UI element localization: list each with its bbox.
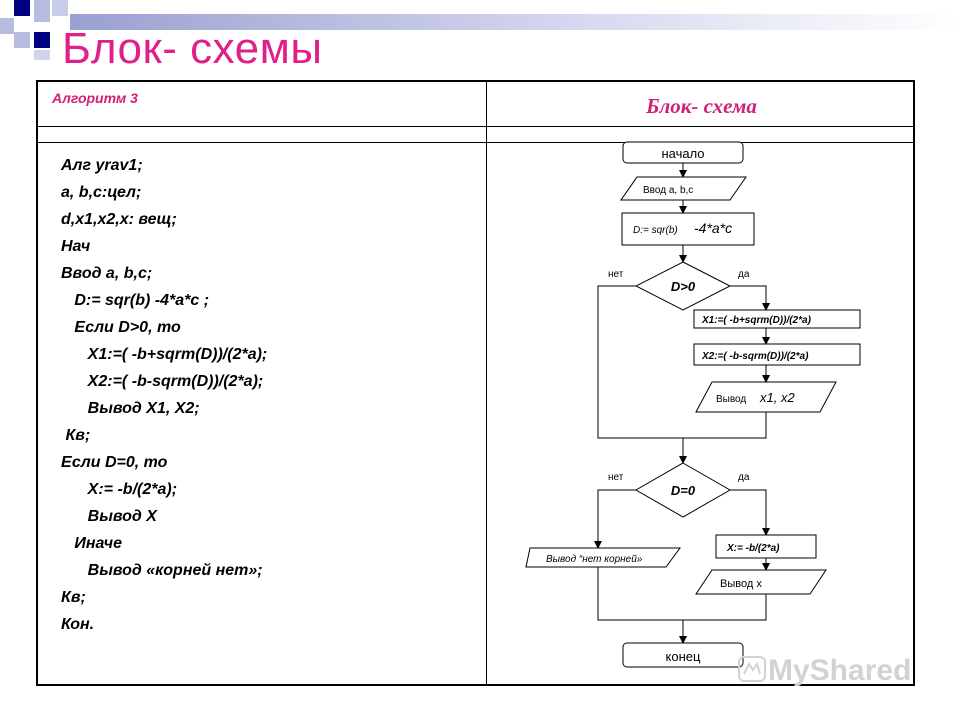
flowchart-header: Блок- схема <box>646 94 757 118</box>
assign-d-label-a: D:= sqr(b) <box>633 225 678 236</box>
assign-d-box <box>621 212 755 246</box>
x1-box <box>693 309 861 329</box>
output-no-roots <box>525 547 681 568</box>
slide-title: Блок- схемы <box>62 24 323 73</box>
start-terminal <box>622 141 744 164</box>
code-line: a, b,c:цел; <box>61 184 142 201</box>
code-line: Кв; <box>61 589 86 606</box>
code-line: Алг yrav1; <box>61 157 143 174</box>
code-line: X2:=( -b-sqrт(D))/(2*a); <box>61 373 264 390</box>
code-line: Ввод a, b,c; <box>61 265 153 282</box>
yes2-label: да <box>738 472 750 483</box>
no2-label: нет <box>608 472 624 483</box>
x-assign-label: X:= -b/(2*a) <box>726 543 780 554</box>
decision-d-eq-0 <box>634 462 732 518</box>
connector <box>597 567 767 621</box>
input-label: Ввод a, b,c <box>643 185 693 196</box>
x2-label: X2:=( -b-sqrт(D))/(2*a) <box>701 351 809 362</box>
end-label: конец <box>666 649 701 664</box>
watermark: MyShared <box>768 654 912 687</box>
x1-label: X1:=( -b+sqrт(D))/(2*a) <box>701 315 812 326</box>
connector <box>730 285 770 311</box>
code-line: Если D>0, то <box>61 319 181 336</box>
connector <box>594 489 636 549</box>
code-line: Если D=0, то <box>61 454 168 471</box>
decision-d-gt-0 <box>634 261 732 311</box>
code-line: D:= sqr(b) -4*a*c ; <box>61 292 210 309</box>
no1-label: нет <box>608 269 624 280</box>
assign-d-label-b: -4*a*c <box>694 220 732 236</box>
start-label: начало <box>661 146 704 161</box>
content-table: Алгоритм 3 Блок- схема Алг yrav1; a, b,c… <box>36 80 915 686</box>
output-x-label: Вывод х <box>720 578 762 590</box>
decor-gradient-bar <box>70 14 960 30</box>
output12-label-b: x1, x2 <box>759 390 795 405</box>
decision2-label: D=0 <box>671 483 696 498</box>
output-x1-x2 <box>695 381 837 413</box>
output-none-label: Вывод “нет корней» <box>546 554 643 565</box>
algorithm-code: Алг yrav1; a, b,c:цел; d,x1,x2,x: вещ; Н… <box>61 152 267 638</box>
code-line: Кв; <box>61 427 91 444</box>
code-line: Кон. <box>61 616 95 633</box>
connector <box>730 489 770 536</box>
x2-box <box>693 343 861 366</box>
algorithm-header: Алгоритм 3 <box>52 90 138 106</box>
table-column-divider <box>486 82 487 684</box>
code-line: X:= -b/(2*a); <box>61 481 178 498</box>
code-line: Нач <box>61 238 91 255</box>
output-x <box>695 569 827 595</box>
code-line: Иначе <box>61 535 123 552</box>
code-line: Вывод X <box>61 508 157 525</box>
code-line: Вывод «корней нет»; <box>61 562 263 579</box>
table-divider <box>38 126 913 127</box>
yes1-label: да <box>738 269 750 280</box>
table-divider <box>38 142 913 143</box>
watermark-logo-icon <box>738 656 766 682</box>
code-line: Вывод X1, X2; <box>61 400 200 417</box>
decision1-label: D>0 <box>671 279 696 294</box>
end-terminal <box>622 642 744 668</box>
code-line: d,x1,x2,x: вещ; <box>61 211 177 228</box>
output12-label-a: Вывод <box>716 394 746 405</box>
connector <box>597 285 767 439</box>
code-line: X1:=( -b+sqrт(D))/(2*a); <box>61 346 268 363</box>
x-assign-box <box>715 534 817 559</box>
input-parallelogram <box>620 176 747 201</box>
